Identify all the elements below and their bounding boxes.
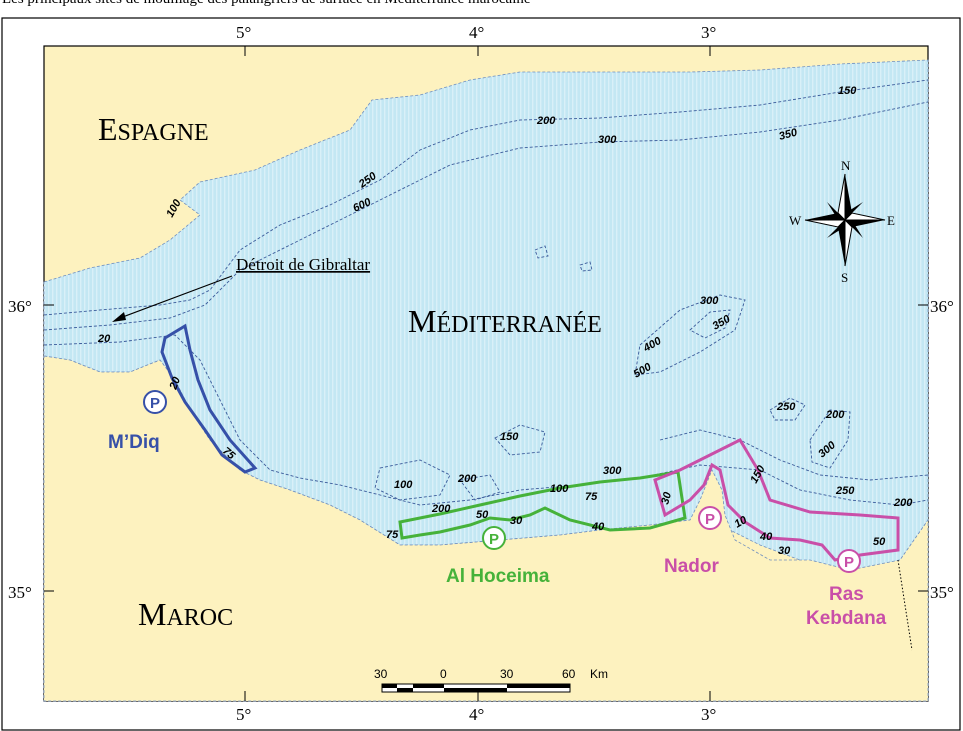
strait-arrow <box>112 275 233 322</box>
compass-rose: N S E W <box>789 158 895 285</box>
scale-label: 60 <box>562 667 576 681</box>
depth-label: 100 <box>550 483 569 495</box>
depth-label: 350 <box>778 126 800 143</box>
depth-label: 300 <box>700 295 719 307</box>
depth-label: 50 <box>476 509 489 521</box>
depth-label: 200 <box>893 497 913 509</box>
port-name-mdiq: M’Diq <box>108 432 160 453</box>
depth-label: 100 <box>394 479 413 491</box>
port-name-kebdana: Kebdana <box>806 608 887 629</box>
left-lat-label-36: 36° <box>8 297 32 316</box>
compass-w: W <box>789 213 802 228</box>
port-symbol-letter: P <box>705 511 715 528</box>
port-symbol-letter: P <box>489 531 499 548</box>
left-lat-label-35: 35° <box>8 583 32 602</box>
graticule-ticks <box>44 46 928 701</box>
port-symbol-mdiq[interactable]: P <box>143 390 167 414</box>
depth-label: 150 <box>500 431 519 443</box>
depth-label: 75 <box>386 529 399 541</box>
scale-label: 30 <box>500 667 514 681</box>
depth-label: 20 <box>167 375 183 392</box>
depth-label: 150 <box>838 85 857 97</box>
depth-label: 200 <box>536 115 556 127</box>
right-lat-label-35: 35° <box>930 583 954 602</box>
right-lat-label-36: 36° <box>930 297 954 316</box>
depth-label: 200 <box>825 409 845 421</box>
depth-label: 40 <box>759 531 773 543</box>
compass-n: N <box>841 158 851 173</box>
scale-label: 30 <box>374 667 388 681</box>
compass-e: E <box>887 213 895 228</box>
top-lon-label-4: 4° <box>469 23 484 42</box>
bottom-lon-label-3: 3° <box>701 705 716 724</box>
port-symbol-letter: P <box>150 395 160 412</box>
port-name-nador: Nador <box>664 556 720 577</box>
port-symbol-letter: P <box>844 554 854 571</box>
region-maroc: MAROC <box>138 596 233 632</box>
depth-label: 300 <box>603 465 622 477</box>
strait-label: Détroit de Gibraltar <box>236 255 370 274</box>
scale-unit: Km <box>590 667 608 681</box>
top-lon-label-5: 5° <box>236 23 251 42</box>
mdiq-zone <box>160 323 258 474</box>
depth-label: 200 <box>431 503 451 515</box>
depth-label: 250 <box>776 401 796 413</box>
region-mediterranee: MÉDITERRANÉE <box>408 303 602 339</box>
nador-zone <box>653 438 900 562</box>
scale-bar: 30 0 30 60 Km <box>374 667 608 693</box>
depth-label: 40 <box>591 521 605 533</box>
bottom-lon-label-4: 4° <box>469 705 484 724</box>
compass-s: S <box>841 270 848 285</box>
region-espagne: ESPAGNE <box>98 111 209 147</box>
depth-label: 30 <box>778 545 791 557</box>
depth-label: 300 <box>598 134 617 146</box>
depth-label: 75 <box>585 491 598 503</box>
depth-label: 30 <box>510 515 523 527</box>
border-line <box>897 559 913 651</box>
depth-label: 200 <box>457 473 477 485</box>
depth-label: 30 <box>659 490 674 506</box>
port-name-alhoceima: Al Hoceima <box>446 566 550 587</box>
bathymetry-contours <box>43 79 929 506</box>
bottom-lon-label-5: 5° <box>236 705 251 724</box>
port-symbol-nador[interactable]: P <box>698 506 722 530</box>
alhoceima-zone <box>398 470 687 540</box>
port-symbol-raskebdana[interactable]: P <box>837 549 861 573</box>
scale-label: 0 <box>440 667 447 681</box>
depth-label: 20 <box>97 333 111 345</box>
port-name-ras: Ras <box>829 584 864 605</box>
figure-caption: Les principaux sites de mouillage des pa… <box>2 0 531 8</box>
depth-label: 50 <box>873 536 886 548</box>
port-symbol-alhoceima[interactable]: P <box>482 526 506 550</box>
top-lon-label-3: 3° <box>701 23 716 42</box>
depth-label: 250 <box>835 485 855 497</box>
